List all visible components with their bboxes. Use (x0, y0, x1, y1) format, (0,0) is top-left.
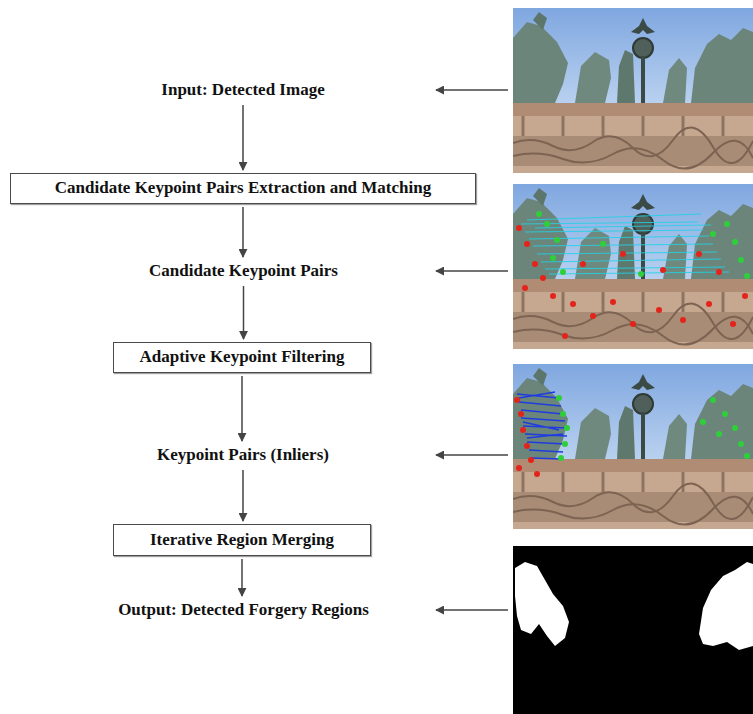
flow-arrow (242, 207, 244, 257)
process-box: Iterative Region Merging (113, 524, 371, 556)
picture-pointers (436, 90, 508, 610)
process-box: Candidate Keypoint Pairs Extraction and … (10, 173, 476, 204)
node-text: Keypoint Pairs (Inliers) (157, 445, 329, 465)
flow-arrow (242, 470, 244, 521)
node-text: Output: Detected Forgery Regions (118, 600, 369, 620)
candidate-pairs-photo (513, 184, 753, 349)
process-box: Adaptive Keypoint Filtering (113, 342, 371, 373)
stage-label: Candidate Keypoint Pairs (147, 260, 340, 283)
node-text: Iterative Region Merging (150, 530, 334, 550)
stage-label: Output: Detected Forgery Regions (116, 599, 371, 622)
flow-arrow (241, 559, 243, 596)
forgery-mask (513, 546, 753, 714)
node-text: Candidate Keypoint Pairs Extraction and … (55, 178, 431, 198)
flow-arrow (243, 286, 245, 339)
stage-label: Keypoint Pairs (Inliers) (155, 444, 331, 467)
stage-label: Input: Detected Image (159, 79, 327, 102)
node-text: Adaptive Keypoint Filtering (140, 347, 345, 367)
input-photo (513, 8, 753, 173)
inlier-pairs-photo (513, 364, 753, 529)
flow-arrow (242, 105, 244, 170)
node-text: Candidate Keypoint Pairs (149, 261, 338, 281)
flow-arrow (241, 376, 243, 441)
node-text: Input: Detected Image (161, 80, 324, 100)
